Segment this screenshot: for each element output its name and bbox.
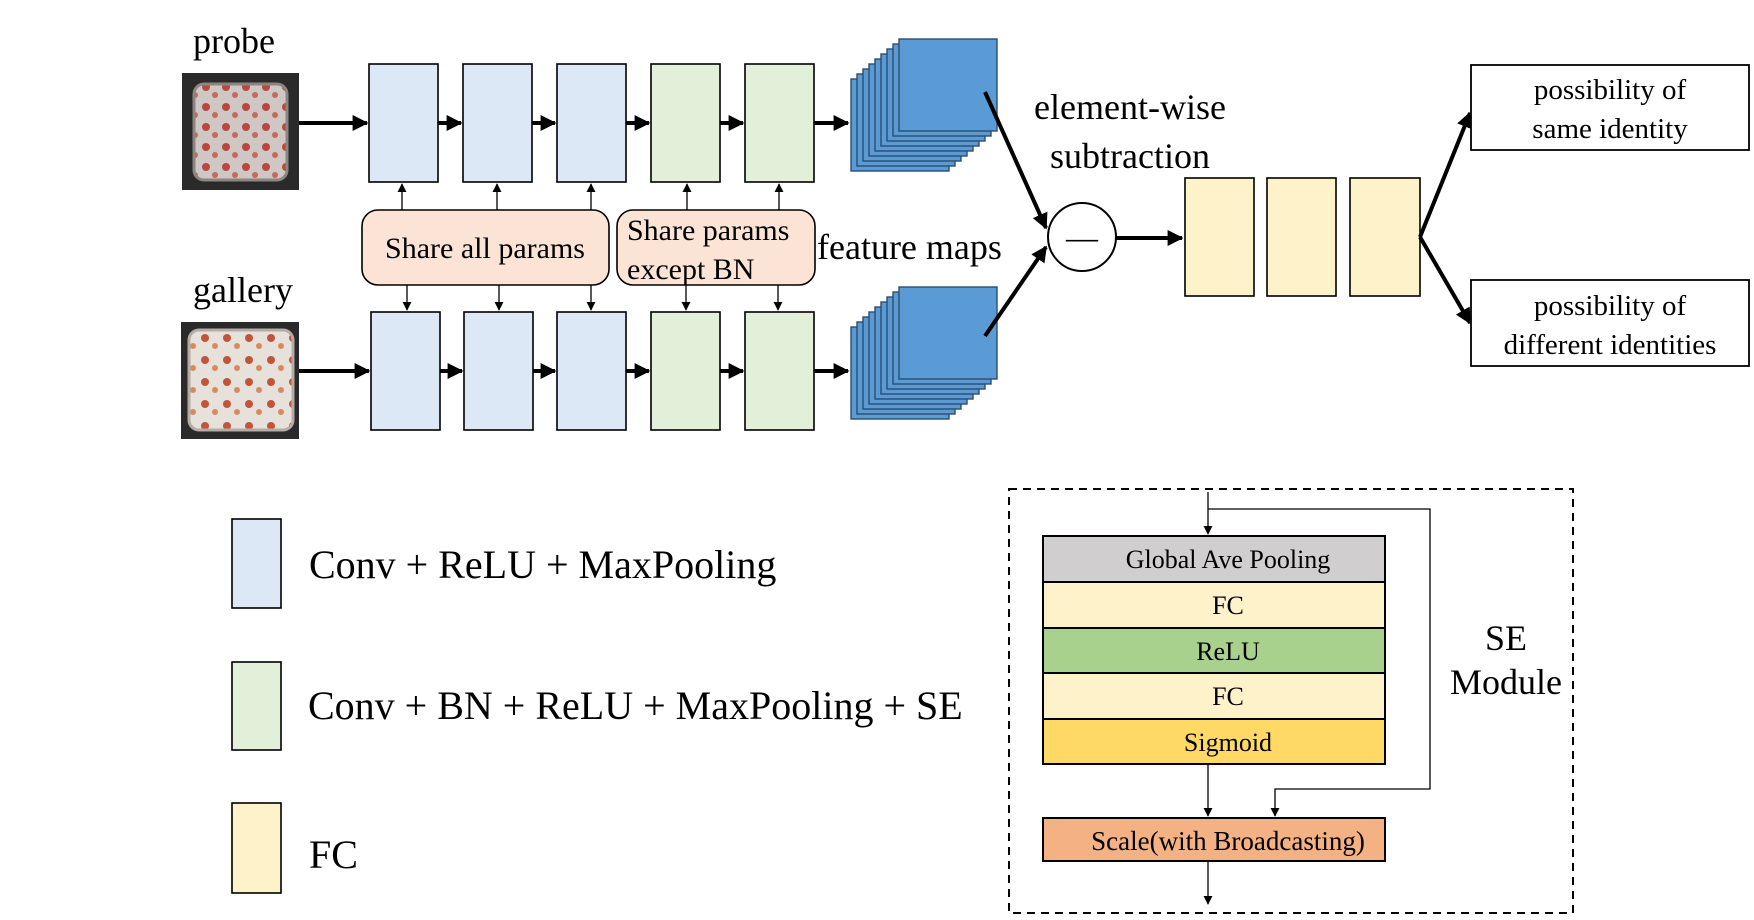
se-layer-label-4: Sigmoid: [1184, 728, 1272, 757]
probe-feature-maps: [850, 38, 998, 172]
se-module-frame: [1008, 488, 1574, 914]
legend-label-green: Conv + BN + ReLU + MaxPooling + SE: [308, 683, 963, 728]
probe-conv-block-1: [368, 63, 439, 183]
se-scale-label: Scale(with Broadcasting): [1091, 826, 1365, 856]
share-except-bn-label-1: Share params: [627, 214, 789, 247]
gallery-conv-block-1: [370, 311, 441, 431]
gallery-label: gallery: [193, 270, 293, 310]
output-same-identity-box: [1470, 64, 1750, 151]
legend-swatch-blue: [231, 518, 282, 609]
gallery-feature-maps: [850, 286, 998, 420]
legend-swatch-yellow: [231, 802, 282, 894]
se-layer-global-ave-pooling: [1042, 535, 1386, 583]
output-different-label-2: different identities: [1504, 329, 1717, 361]
se-module-title-2: Module: [1450, 662, 1562, 702]
legend-label-yellow: FC: [309, 832, 358, 877]
output-same-label-2: same identity: [1532, 113, 1688, 145]
minus-symbol: —: [1065, 219, 1099, 255]
gallery-conv-bn-block-1: [650, 311, 721, 431]
share-except-bn-box: [616, 209, 816, 286]
elementwise-label-1: element-wise: [1034, 87, 1226, 127]
feature-maps-label: feature maps: [817, 227, 1002, 267]
fc-block-1: [1184, 177, 1255, 297]
fc-block-2: [1266, 177, 1337, 297]
output-arrow-different: [1418, 235, 1472, 325]
gallery-to-subtract-arrow: [983, 245, 1048, 338]
se-layer-sigmoid: [1042, 718, 1386, 765]
gallery-conv-block-3: [556, 311, 627, 431]
output-different-label-1: possibility of: [1534, 290, 1687, 322]
share-all-params-label: Share all params: [385, 232, 585, 265]
se-layer-label-3: FC: [1212, 682, 1244, 711]
se-module-title-1: SE: [1485, 618, 1527, 658]
se-layer-label-1: FC: [1212, 591, 1244, 620]
output-arrow-same: [1418, 111, 1473, 238]
se-skip-connection: [1208, 508, 1431, 817]
share-all-params-box: [361, 209, 610, 286]
probe-conv-bn-block-1: [650, 63, 721, 183]
se-layer-fc-1: [1042, 581, 1386, 629]
fc-block-3: [1349, 177, 1421, 297]
gallery-conv-bn-block-2: [744, 311, 815, 431]
share-except-bn-label-2: except BN: [627, 253, 754, 286]
legend-label-blue: Conv + ReLU + MaxPooling: [309, 542, 776, 587]
probe-image: [182, 73, 299, 190]
probe-to-subtract-arrow: [983, 91, 1048, 230]
probe-label: probe: [193, 21, 275, 61]
probe-conv-block-2: [462, 63, 533, 183]
gallery-image: [181, 322, 299, 439]
se-layer-label-0: Global Ave Pooling: [1126, 545, 1331, 574]
probe-conv-bn-block-2: [744, 63, 815, 183]
probe-conv-block-3: [556, 63, 627, 183]
gallery-conv-block-2: [463, 311, 534, 431]
se-module: Global Ave Pooling FC ReLU FC Sigmoid Sc…: [1008, 488, 1574, 914]
se-scale-block: [1042, 817, 1386, 862]
legend-swatch-green: [231, 661, 282, 751]
output-different-identities-box: [1470, 279, 1750, 367]
elementwise-label-2: subtraction: [1050, 136, 1210, 176]
output-same-label-1: possibility of: [1534, 74, 1687, 106]
legend: Conv + ReLU + MaxPooling Conv + BN + ReL…: [231, 518, 963, 894]
se-layer-label-2: ReLU: [1196, 637, 1260, 666]
se-layer-fc-2: [1042, 672, 1386, 720]
